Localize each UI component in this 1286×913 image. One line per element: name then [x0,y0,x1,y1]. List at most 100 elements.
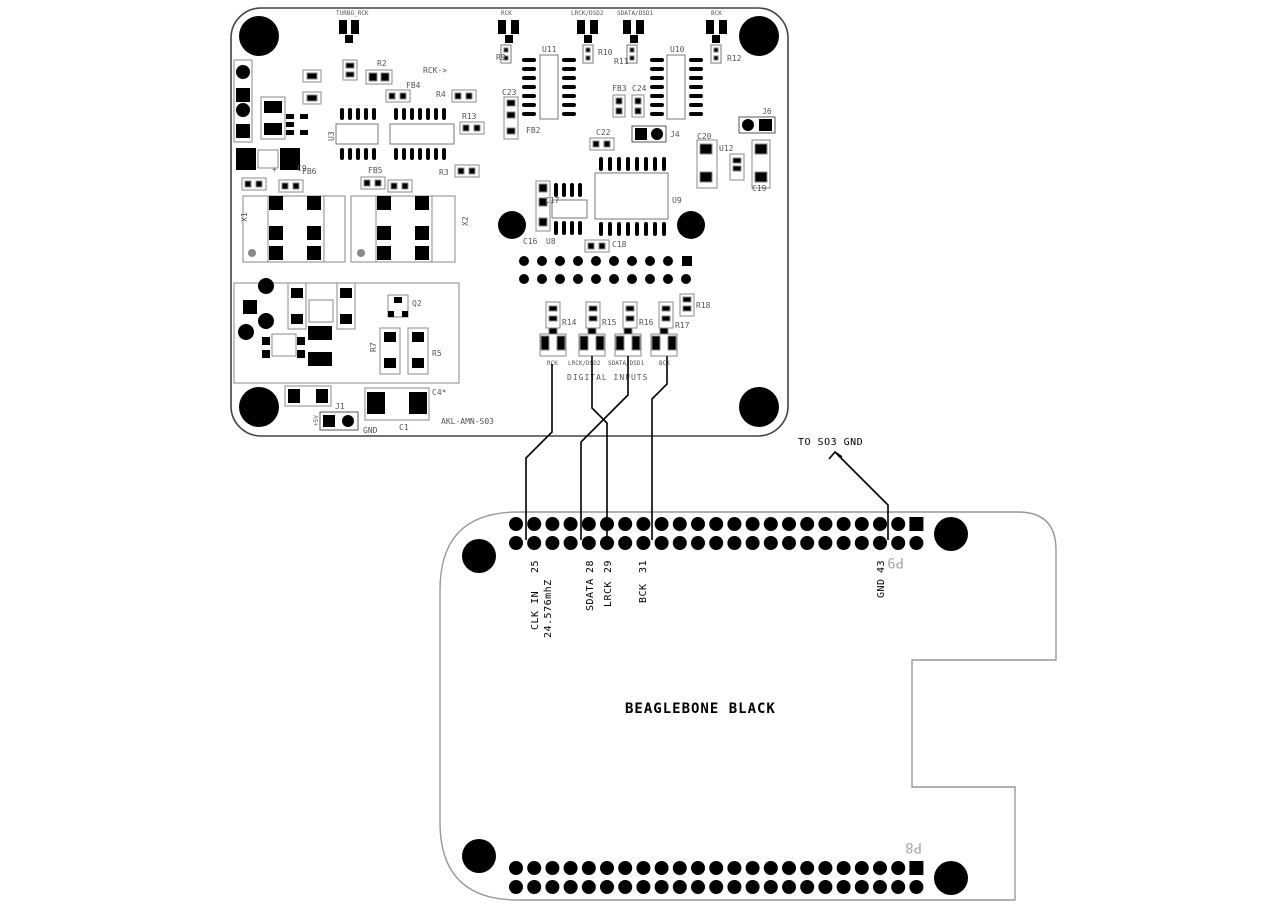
svg-text:U12: U12 [719,144,734,153]
p8-pin [563,880,578,894]
p8-pin [800,880,815,894]
pin-25-num: 25 [530,560,541,573]
svg-text:R11: R11 [614,57,629,66]
label-j1-5v: +5V [313,415,320,426]
p8-pin [654,880,669,894]
p9-pin [545,517,560,531]
bbb-mount-hole [934,861,968,895]
p9-pin [709,517,724,531]
p9-pin [909,517,924,531]
svg-text:C16: C16 [523,237,538,246]
p8-pin [636,861,651,875]
u9-chip: U9 [594,157,682,236]
p8-pin [691,880,705,894]
svg-text:FB5: FB5 [368,166,383,175]
p8-pin [691,861,705,875]
svg-text:J6: J6 [762,107,772,116]
p8-pin [909,861,924,875]
svg-text:R10: R10 [598,48,613,57]
pin-31-label: BCK [638,583,649,603]
p8-pin [873,880,887,894]
p8-pin [563,861,578,875]
p9-pin [636,517,651,531]
s03-board: TURBO_RCK RCK LRCK/DSD2 SDATA/DSD1 BCK U… [230,7,789,437]
p8-pin [709,880,724,894]
svg-text:+: + [272,165,277,174]
p8-pin [763,861,778,875]
svg-text:C18: C18 [612,240,627,249]
p8-pin [581,880,596,894]
p9-pin [527,517,542,531]
p9-label: P9 [887,554,904,570]
mount-hole [239,387,279,427]
p9-pin [891,536,906,550]
p9-pin [672,517,687,531]
p9-pin [509,536,523,550]
x1-crystal: X1 [240,195,346,263]
input-label-bck: BCK [659,360,670,367]
p8-pin [836,861,851,875]
svg-text:R4: R4 [436,90,446,99]
svg-text:U9: U9 [672,196,682,205]
label-bck-top: BCK [711,10,722,17]
wires [525,356,889,540]
bbb-mount-hole [934,517,968,551]
pin-43-label: GND [876,578,887,598]
p9-pin [763,517,778,531]
p9-pin [581,517,596,531]
svg-text:R15: R15 [602,318,617,327]
p9-pin [909,536,924,550]
svg-text:R17: R17 [675,321,690,330]
p8-pin [854,880,869,894]
p9-pin [527,536,542,550]
board-header [519,256,692,284]
wire-bck [651,356,668,540]
p8-pin [782,861,796,875]
p9-pin [545,536,560,550]
p8-pin [545,861,560,875]
p8-header [509,861,924,894]
svg-text:C23: C23 [502,88,517,97]
p9-pin [563,517,578,531]
u5-chip [389,108,455,160]
p8-pin [618,880,633,894]
svg-text:R2: R2 [377,59,387,68]
wire-sdata [580,356,629,540]
label-rck-top: RCK [501,10,512,17]
input-label-sdata: SDATA/DSD1 [608,360,645,367]
p8-pin [654,861,669,875]
beaglebone-title: BEAGLEBONE BLACK [625,701,776,717]
pin-43-num: 43 [876,560,887,573]
u11-chip: U11 [522,45,576,120]
svg-text:C17: C17 [545,196,560,205]
p9-pin [509,517,523,531]
wire-gnd [834,451,889,540]
p9-pin [818,517,833,531]
p9-pin [782,517,796,531]
svg-text:U8: U8 [546,237,556,246]
svg-text:U10: U10 [670,45,685,54]
svg-text:C20: C20 [697,132,712,141]
mount-hole [239,16,279,56]
svg-text:C4*: C4* [432,388,447,397]
svg-text:FB4: FB4 [406,81,421,90]
input-label-lrck: LRCK/DSD2 [568,360,601,367]
p9-pin [600,536,614,550]
p9-pin [873,517,887,531]
p8-pin [709,861,724,875]
p9-pin [854,536,869,550]
pin-28-num: 28 [585,560,596,573]
label-lrck-top: LRCK/DSD2 [571,10,604,17]
p9-pin [654,536,669,550]
p8-pin [527,861,542,875]
p8-pin [636,880,651,894]
svg-text:C19: C19 [752,184,767,193]
svg-text:C1: C1 [399,423,409,432]
svg-text:R18: R18 [696,301,711,310]
p8-pin [891,861,906,875]
p8-pin [727,861,742,875]
p9-pin [691,517,705,531]
svg-text:R12: R12 [727,54,742,63]
p9-header [509,517,924,550]
x2-crystal: X2 [350,195,470,263]
